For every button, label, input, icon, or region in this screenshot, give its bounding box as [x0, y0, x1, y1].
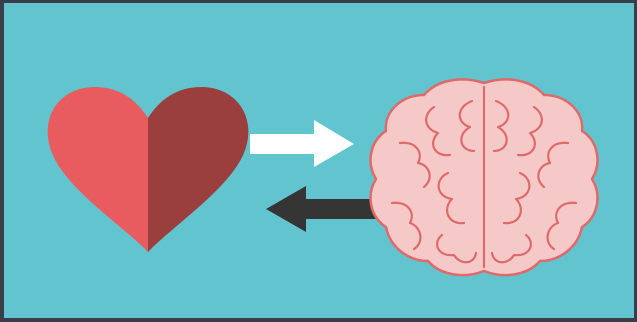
brain-icon — [371, 79, 598, 275]
illustration-scene — [4, 3, 634, 318]
heart-brain-illustration — [4, 3, 634, 318]
